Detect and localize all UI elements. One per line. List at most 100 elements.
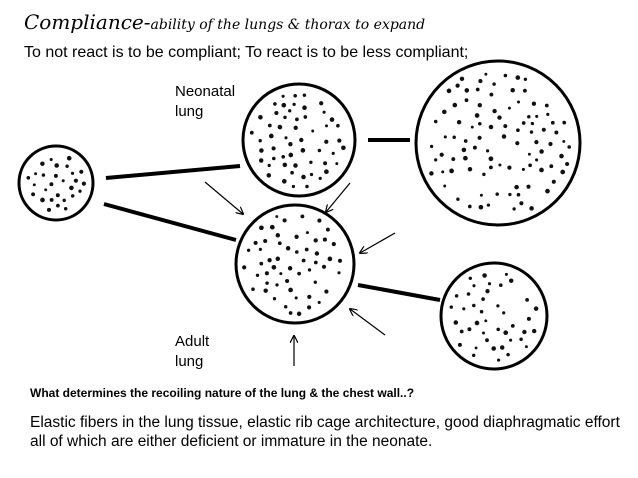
- alveolus-dot: [337, 138, 342, 143]
- alveolus-dot: [544, 103, 549, 108]
- alveolus-dots: [449, 272, 539, 362]
- alveolus-dot: [288, 287, 293, 293]
- alveolus-dot: [488, 156, 494, 162]
- alveolus-dot: [54, 163, 59, 168]
- alveolus-dot: [463, 139, 468, 143]
- alveolus-dot: [504, 272, 508, 276]
- alveolus-dot: [496, 327, 500, 332]
- alveolus-dot: [313, 238, 318, 243]
- alveolus-dot: [529, 206, 534, 211]
- alveolus-dot: [567, 145, 571, 149]
- alveolus-dots: [249, 93, 346, 189]
- alveolus-dot: [290, 170, 294, 175]
- alveolus-dot: [481, 297, 485, 301]
- alveolus-dot: [482, 273, 487, 278]
- alveolus-dot: [478, 204, 484, 210]
- alveolus-dot: [562, 139, 566, 143]
- alveolus-dot: [292, 102, 296, 107]
- alveolus-dot: [492, 108, 497, 114]
- alveolus-dot: [302, 93, 307, 97]
- alveolus-dot: [526, 184, 531, 189]
- alveolus-dot: [443, 135, 447, 139]
- alveolus-dot: [259, 261, 264, 266]
- alveolus-dot: [521, 167, 525, 171]
- alveolus-dot: [485, 149, 490, 153]
- alveolus-dot: [305, 184, 309, 189]
- alveolus-dot: [451, 157, 456, 162]
- alveolus-dot: [524, 345, 528, 349]
- alveolus-dot: [311, 129, 315, 133]
- alveolus-dot: [258, 115, 263, 120]
- alveolus-dot: [527, 114, 531, 119]
- alveolus-dot: [516, 100, 521, 104]
- alveolus-dot: [301, 174, 306, 180]
- alveolus-dot: [546, 112, 550, 117]
- alveolus-dot: [70, 171, 75, 175]
- alveolus-dot: [495, 192, 499, 196]
- alveolus-dot: [496, 304, 500, 308]
- alveolus-dot: [55, 193, 60, 198]
- alveolus-dot: [474, 346, 478, 350]
- alveolus-dot: [550, 120, 555, 125]
- alveolus-dot: [459, 76, 465, 82]
- alveolus-dot: [507, 106, 511, 110]
- alveolus-dot: [508, 278, 514, 283]
- alveolus-dot: [429, 144, 434, 149]
- alveolus-dot: [293, 125, 298, 130]
- alveolus-dot: [304, 247, 309, 252]
- alveolus-dot: [456, 119, 462, 125]
- alveolus-dot: [255, 273, 260, 277]
- alveolus-dot: [66, 155, 72, 161]
- alveolus-dot: [266, 173, 272, 178]
- alveolus-dot: [485, 289, 490, 294]
- alveolus-dot: [484, 72, 488, 76]
- alveolus-dot: [44, 188, 48, 192]
- alveolus-dot: [273, 102, 277, 106]
- alveolus-dot: [482, 172, 486, 177]
- alveolus-dot: [269, 224, 275, 230]
- alveolus-dot: [313, 260, 318, 265]
- alveolus-dot: [565, 162, 570, 166]
- lung-medium: [439, 261, 549, 371]
- alveolus-dot: [467, 166, 473, 172]
- alveolus-dot: [294, 234, 299, 239]
- alveolus-dot: [62, 198, 66, 203]
- alveolus-dot: [459, 329, 464, 334]
- alveolus-dot: [474, 320, 480, 326]
- alveolus-dot: [501, 134, 507, 139]
- pressure-arrow-icon: [204, 181, 243, 214]
- alveolus-dot: [335, 162, 339, 166]
- alveolus-dot: [297, 271, 301, 276]
- alveolus-dot: [287, 266, 293, 271]
- alveolus-dot: [521, 121, 526, 125]
- alveolus-dot: [464, 88, 470, 93]
- alveolus-dot: [508, 192, 512, 197]
- alveolus-dot: [502, 311, 506, 315]
- alveolus-dot: [285, 278, 290, 284]
- alveolus-dot: [281, 178, 287, 184]
- alveolus-dot: [249, 130, 254, 135]
- alveolus-dot: [474, 113, 480, 118]
- alveolus-dot: [324, 289, 329, 294]
- alveolus-dot: [526, 316, 531, 321]
- alveolus-dot: [309, 172, 314, 177]
- alveolus-dot: [283, 115, 287, 120]
- alveolus-dot: [32, 183, 36, 187]
- alveolus-dot: [284, 136, 288, 140]
- alveolus-dot: [452, 135, 456, 140]
- alveolus-dot: [461, 147, 467, 153]
- alveolus-dot: [288, 109, 292, 113]
- alveolus-dot: [296, 311, 302, 317]
- alveolus-dot: [472, 145, 477, 150]
- alveolus-dot: [263, 238, 268, 244]
- alveolus-dots: [429, 72, 571, 211]
- alveolus-dot: [453, 320, 459, 325]
- alveolus-dot: [478, 122, 482, 126]
- alveolus-dot: [331, 151, 335, 155]
- alveolus-dot: [279, 272, 283, 276]
- alveolus-dot: [434, 158, 438, 162]
- alveolus-dot: [246, 248, 251, 252]
- alveolus-dot: [31, 192, 36, 197]
- alveolus-dot: [329, 117, 335, 122]
- alveolus-dot: [484, 319, 488, 323]
